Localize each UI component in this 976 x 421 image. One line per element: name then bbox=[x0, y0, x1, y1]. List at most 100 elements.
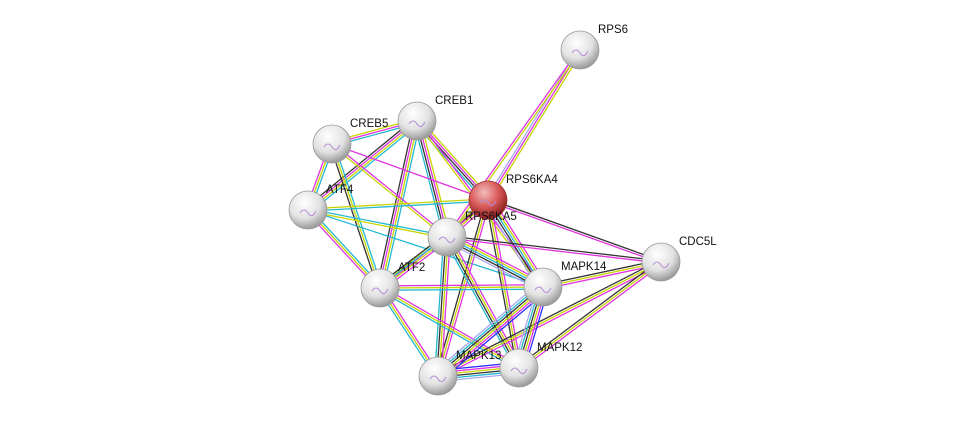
node-label: MAPK13 bbox=[456, 350, 501, 362]
node-label: RPS6 bbox=[598, 24, 628, 36]
node-CDC5L[interactable]: CDC5L bbox=[641, 236, 717, 282]
edge-line-experiments bbox=[332, 142, 449, 237]
edge-line-cooccurrence bbox=[441, 290, 547, 381]
edge-line-databases bbox=[380, 288, 544, 291]
node-RPS6[interactable]: RPS6 bbox=[560, 24, 628, 70]
edge-line-textmining bbox=[308, 121, 419, 212]
edge-line-experiments bbox=[445, 48, 580, 237]
node-circle[interactable] bbox=[427, 217, 467, 257]
node-MAPK12[interactable]: MAPK12 bbox=[499, 342, 582, 388]
edge-line-experiments bbox=[439, 289, 546, 380]
edge-line-experiments bbox=[440, 237, 451, 377]
edge-line-experiments bbox=[543, 263, 662, 290]
edge-ATF2-MAPK14[interactable] bbox=[379, 284, 544, 291]
edge-line-databases bbox=[413, 121, 445, 238]
node-circle[interactable] bbox=[288, 190, 328, 230]
node-label: CREB1 bbox=[435, 95, 473, 107]
edge-line-coexpression bbox=[305, 117, 416, 208]
edge-line-textmining bbox=[419, 120, 451, 237]
edge-RPS6KA5-CDC5L[interactable] bbox=[446, 235, 662, 264]
node-CREB5[interactable]: CREB5 bbox=[312, 118, 388, 164]
node-circle[interactable] bbox=[312, 124, 352, 164]
edge-RPS6KA4-CDC5L[interactable] bbox=[487, 198, 662, 264]
edge-line-coexpression bbox=[517, 259, 661, 367]
protein-structure-icon bbox=[510, 367, 528, 375]
edge-line-coexpression bbox=[329, 144, 379, 289]
edge-CDC5L-MAPK13[interactable] bbox=[436, 259, 663, 379]
edge-line-textmining bbox=[447, 236, 521, 368]
node-circle[interactable] bbox=[560, 30, 600, 70]
edge-line-experiments bbox=[417, 120, 449, 237]
node-label: MAPK12 bbox=[537, 342, 582, 354]
protein-structure-icon bbox=[323, 143, 341, 151]
node-RPS6KA5[interactable]: RPS6KA5 bbox=[427, 211, 517, 257]
edge-line-textmining bbox=[379, 287, 520, 369]
edge-CDC5L-MAPK12[interactable] bbox=[517, 259, 663, 371]
edge-RPS6KA5-MAPK13[interactable] bbox=[434, 236, 451, 377]
node-ATF4[interactable]: ATF4 bbox=[288, 184, 354, 230]
edge-line-experiments bbox=[446, 237, 661, 264]
edge-line-experiments bbox=[519, 263, 663, 371]
node-circle[interactable] bbox=[360, 268, 400, 308]
node-label: MAPK14 bbox=[561, 261, 607, 273]
protein-structure-icon bbox=[479, 199, 497, 207]
edge-line-coexpression bbox=[447, 235, 662, 262]
edge-line-homology bbox=[434, 282, 540, 373]
edge-line-experiments bbox=[489, 199, 522, 368]
edge-line-databases bbox=[308, 208, 448, 237]
edge-line-textmining bbox=[380, 121, 419, 289]
edge-ATF2-MAPK12[interactable] bbox=[378, 285, 521, 371]
edge-line-experiments bbox=[439, 200, 491, 377]
edge-line-experiments bbox=[487, 49, 581, 201]
edge-line-textmining bbox=[542, 261, 662, 288]
edge-line-textmining bbox=[437, 261, 662, 377]
edge-CREB5-RPS6KA5[interactable] bbox=[330, 142, 449, 239]
node-label: RPS6KA4 bbox=[506, 174, 558, 186]
edge-line-textmining bbox=[307, 198, 488, 210]
edge-CREB1-ATF4[interactable] bbox=[305, 117, 420, 214]
node-circle[interactable] bbox=[641, 242, 681, 282]
edge-CREB5-RPS6KA4[interactable] bbox=[331, 143, 489, 201]
edge-line-experiments bbox=[380, 285, 521, 367]
edge-RPS6KA5-MAPK12[interactable] bbox=[443, 235, 523, 370]
node-ATF2[interactable]: ATF2 bbox=[360, 262, 425, 308]
edge-ATF4-RPS6KA4[interactable] bbox=[307, 198, 489, 212]
edge-ATF4-RPS6KA5[interactable] bbox=[307, 208, 448, 239]
node-RPS6KA4[interactable]: RPS6KA4 bbox=[468, 174, 558, 220]
edge-line-coexpression bbox=[488, 198, 662, 262]
protein-structure-icon bbox=[652, 261, 670, 269]
node-CREB1[interactable]: CREB1 bbox=[397, 95, 473, 141]
node-circle[interactable] bbox=[468, 180, 508, 220]
edge-line-homology bbox=[485, 48, 579, 200]
edge-line-databases bbox=[378, 289, 519, 371]
edge-line-experiments bbox=[438, 263, 663, 379]
edge-line-experiments bbox=[487, 200, 661, 264]
node-circle[interactable] bbox=[499, 348, 539, 388]
edge-line-textmining bbox=[438, 237, 449, 377]
node-label: ATF4 bbox=[326, 184, 354, 196]
edge-line-textmining bbox=[438, 287, 545, 378]
node-circle[interactable] bbox=[397, 101, 437, 141]
edge-line-experiments bbox=[331, 143, 489, 201]
node-label: ATF2 bbox=[398, 262, 425, 274]
edge-RPS6-RPS6KA4[interactable] bbox=[485, 48, 583, 202]
edge-line-coexpression bbox=[436, 285, 543, 376]
edge-line-databases bbox=[333, 143, 383, 288]
node-MAPK14[interactable]: MAPK14 bbox=[523, 261, 607, 307]
edge-line-experiments bbox=[449, 235, 523, 367]
edge-line-textmining bbox=[331, 143, 381, 289]
protein-structure-icon bbox=[429, 375, 447, 383]
node-MAPK13[interactable]: MAPK13 bbox=[418, 350, 501, 396]
edge-CREB5-ATF2[interactable] bbox=[329, 143, 383, 289]
node-circle[interactable] bbox=[418, 356, 458, 396]
edge-line-textmining bbox=[307, 210, 447, 239]
edge-line-coexpression bbox=[542, 259, 661, 286]
edge-CDC5L-MAPK14[interactable] bbox=[542, 259, 662, 290]
node-circle[interactable] bbox=[523, 267, 563, 307]
edge-line-textmining bbox=[330, 144, 447, 239]
edge-MAPK14-MAPK13[interactable] bbox=[434, 282, 547, 381]
edge-line-databases bbox=[308, 200, 489, 212]
edge-line-databases bbox=[443, 238, 517, 370]
edge-line-coexpression bbox=[445, 237, 519, 369]
